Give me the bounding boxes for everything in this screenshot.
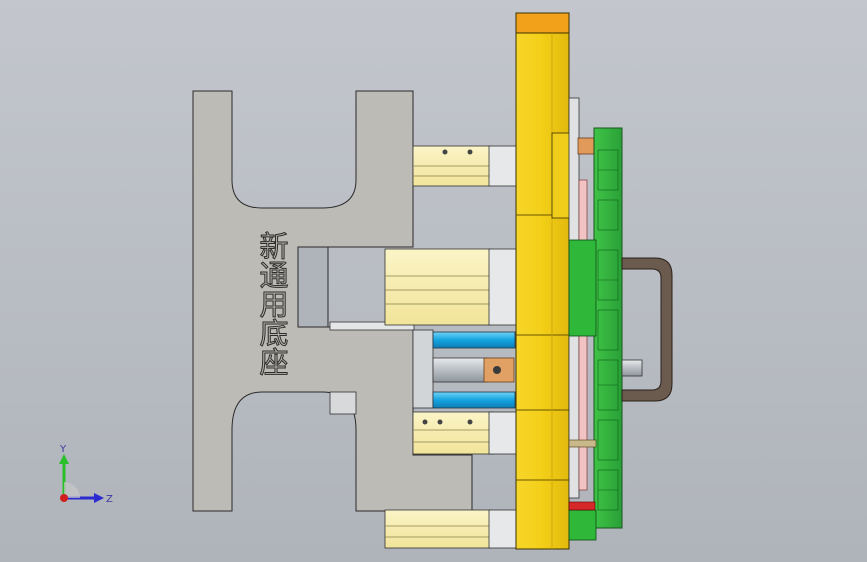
bottom-guide-block[interactable] [384, 509, 492, 549]
green-base-strip [568, 509, 597, 541]
hex-bolt-icon [493, 366, 501, 374]
yellow-main-block[interactable] [515, 12, 570, 550]
screw-icon [467, 419, 473, 425]
green-cover-plate[interactable] [593, 127, 623, 529]
screw-icon [467, 149, 473, 155]
lower-slider-end [488, 411, 517, 455]
handle[interactable] [621, 257, 673, 402]
yellow-top-cap [515, 12, 570, 34]
green-block[interactable] [568, 239, 597, 337]
plate-shoulder [329, 391, 357, 415]
screw-icon [442, 149, 448, 155]
y-axis-label: Y [59, 444, 67, 455]
plate-engraving: 新通用底座 [255, 230, 290, 376]
brass-pin [568, 439, 597, 448]
upper-slider-end [488, 145, 517, 187]
steel-pin[interactable] [621, 359, 643, 377]
copper-nut[interactable] [483, 357, 515, 383]
blue-rod-bottom[interactable] [432, 391, 516, 409]
screw-icon [422, 419, 428, 425]
blue-rod-top[interactable] [432, 331, 516, 349]
base-plate-cutout [297, 246, 329, 328]
axis-triad: Y Z [59, 444, 113, 505]
middle-guide-end [488, 248, 517, 326]
middle-guide-block[interactable] [384, 248, 492, 326]
steel-housing [412, 329, 434, 409]
z-axis-label: Z [106, 494, 113, 505]
red-marker [568, 501, 596, 511]
copper-pin [577, 137, 595, 155]
screw-icon [437, 419, 443, 425]
plate-shoulder [329, 321, 415, 331]
steel-shaft[interactable] [432, 357, 489, 383]
bottom-guide-end [488, 509, 517, 549]
green-internal-wireframe [597, 149, 619, 511]
lower-slider[interactable] [412, 411, 494, 455]
